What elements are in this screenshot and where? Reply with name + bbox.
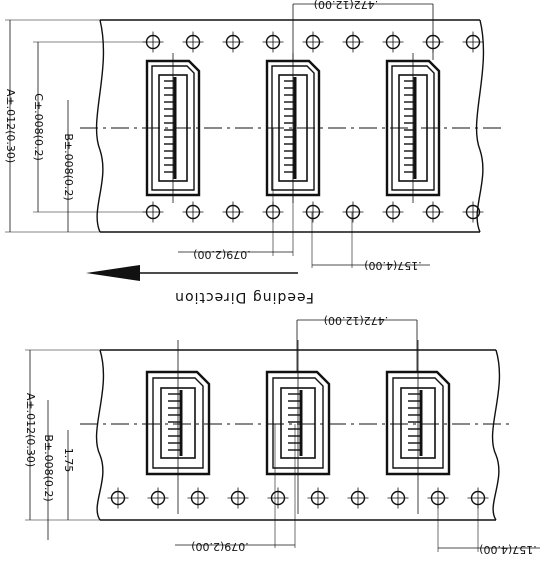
sprocket-hole (307, 487, 329, 509)
top-sprocket-holes-lower (142, 201, 484, 223)
feeding-arrow-head (86, 265, 140, 281)
sprocket-hole (422, 201, 444, 223)
top-dim-b-label: B±.008(0.2) (62, 133, 75, 200)
bottom-sprocket-holes (107, 487, 489, 509)
top-pitch-label: .472(12.00) (314, 0, 379, 11)
connector-pocket (385, 340, 451, 514)
connector-pocket (265, 340, 331, 514)
top-hole-offset-label: .079(2.00) (193, 248, 251, 261)
sprocket-hole (462, 31, 484, 53)
top-tape-view: .472(12.00) A±.012(0.30) C±.008(0.2) B±.… (4, 0, 502, 272)
sprocket-hole (267, 487, 289, 509)
top-connector-pockets (145, 53, 441, 203)
bottom-hole-offset-label: .079(2.00) (191, 540, 249, 553)
sprocket-hole (147, 487, 169, 509)
top-hole-pitch-label: .157(4.00) (364, 259, 422, 272)
sprocket-hole (302, 31, 324, 53)
sprocket-hole (262, 31, 284, 53)
sprocket-hole (227, 487, 249, 509)
sprocket-hole (342, 201, 364, 223)
feeding-direction-label: Feeding Direction (174, 289, 314, 305)
bottom-tape-break-left (95, 349, 105, 521)
top-sprocket-holes-upper (142, 31, 484, 53)
top-tape-break-left (95, 19, 105, 233)
sprocket-hole (222, 31, 244, 53)
sprocket-hole (182, 31, 204, 53)
connector-pocket (265, 53, 321, 203)
sprocket-hole (382, 31, 404, 53)
bottom-tape-view: .472(12.00) A±.012(0.30) B±.008(0.2) 1.7… (24, 314, 540, 556)
connector-pocket (145, 53, 201, 203)
sprocket-hole (462, 201, 484, 223)
bottom-hole-pitch-label: .157(4.00) (479, 543, 537, 556)
sprocket-hole (187, 487, 209, 509)
bottom-pitch-label: .472(12.00) (324, 314, 389, 327)
bottom-edge-offset-label: 1.75 (62, 448, 75, 473)
bottom-connector-pockets (145, 340, 451, 514)
top-tape-break-right (475, 19, 485, 233)
connector-pocket (385, 53, 441, 203)
top-dim-c-label: C±.008(0.2) (32, 93, 45, 160)
bottom-tape-break-right (491, 349, 501, 521)
sprocket-hole (382, 201, 404, 223)
sprocket-hole (107, 487, 129, 509)
sprocket-hole (342, 31, 364, 53)
feeding-direction: Feeding Direction (86, 265, 314, 305)
bottom-dim-b-label: B±.008(0.2) (42, 434, 55, 501)
bottom-dim-a-label: A±.012(0.30) (24, 393, 37, 467)
sprocket-hole (302, 201, 324, 223)
sprocket-hole (222, 201, 244, 223)
sprocket-hole (182, 201, 204, 223)
sprocket-hole (347, 487, 369, 509)
top-dim-a-label: A±.012(0.30) (4, 89, 17, 163)
connector-pocket (145, 340, 211, 514)
sprocket-hole (387, 487, 409, 509)
